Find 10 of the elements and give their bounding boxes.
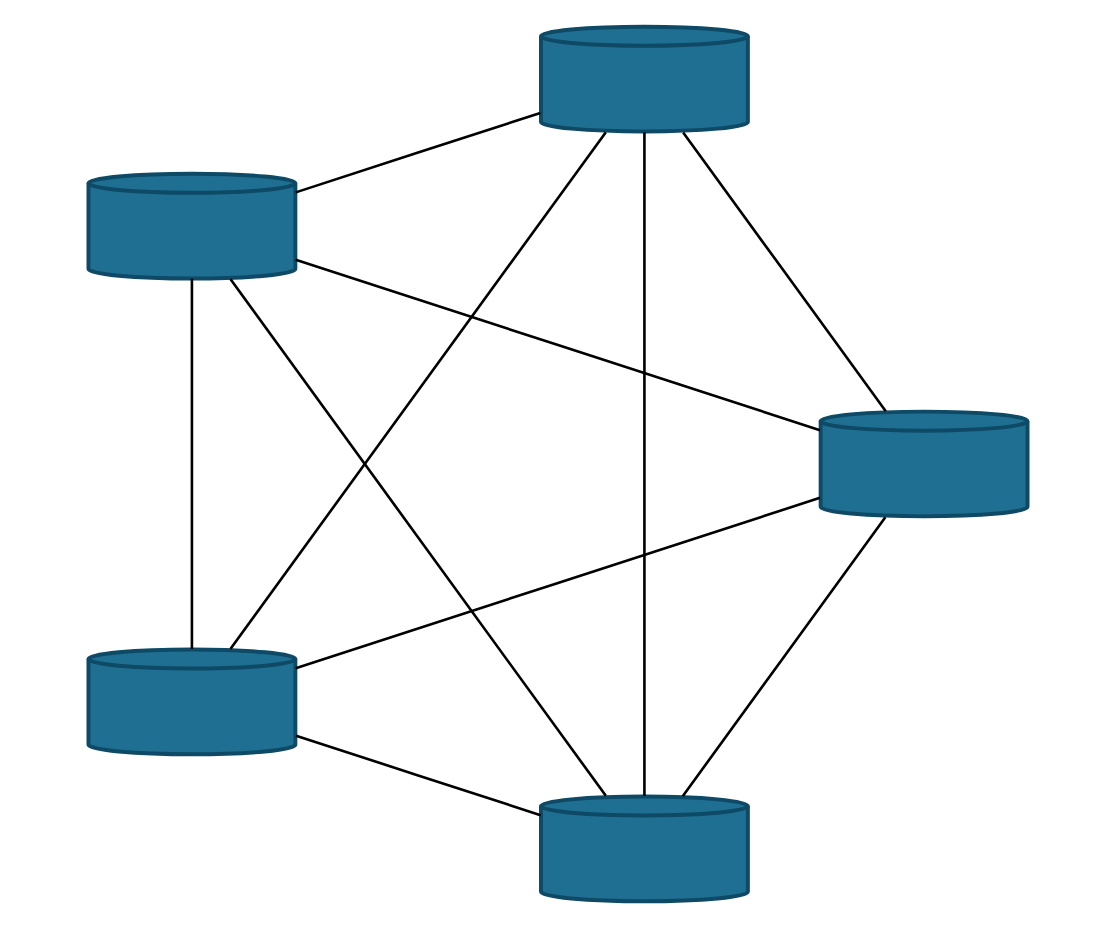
connector: [681, 516, 887, 797]
connector: [295, 111, 541, 194]
connector: [682, 131, 887, 413]
connector: [295, 258, 821, 432]
connector: [229, 278, 607, 797]
connector: [229, 131, 607, 650]
connector: [295, 734, 541, 817]
connector: [643, 132, 646, 796]
connector: [295, 496, 821, 670]
connector: [190, 278, 194, 649]
